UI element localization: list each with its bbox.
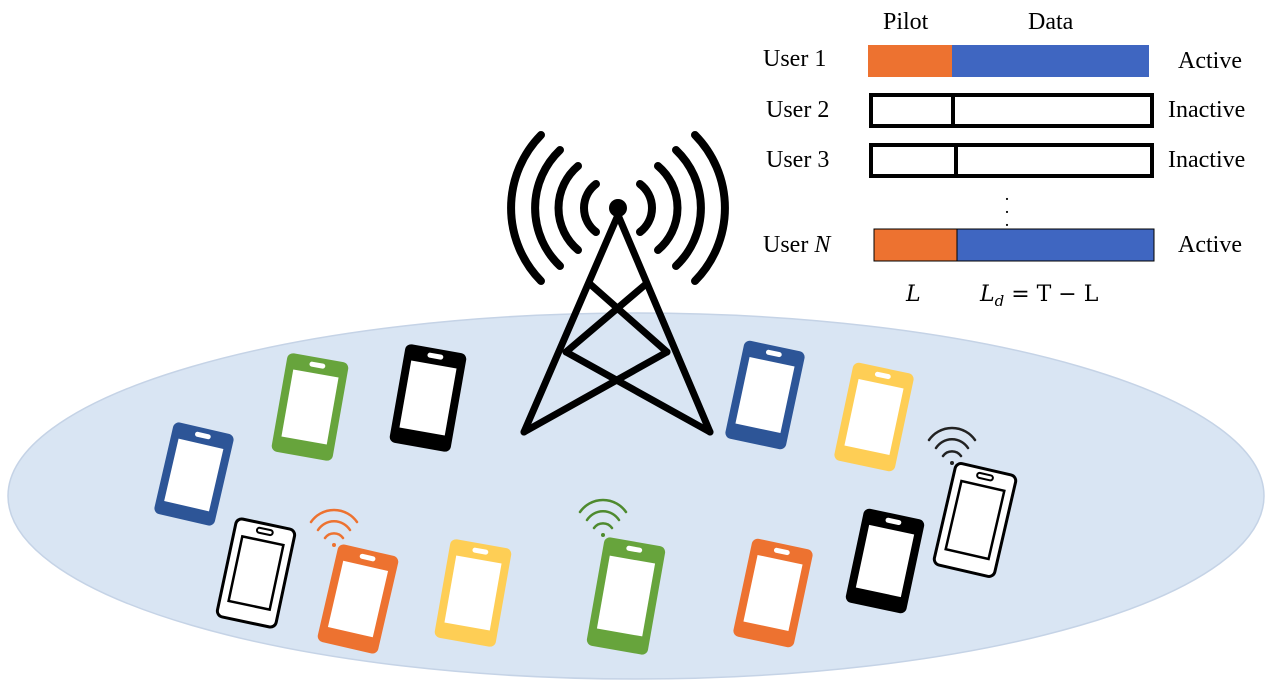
frame-bar-user-n — [873, 228, 1155, 262]
phone-icon-black — [845, 508, 925, 614]
phone-icon-white — [932, 462, 1018, 578]
pilot-segment-user-n — [873, 228, 958, 262]
phone-icon-white — [215, 517, 297, 629]
phone-icon-orange — [317, 544, 399, 654]
data-segment-user-n — [956, 228, 1155, 262]
user-1-label: User 1 — [763, 46, 827, 72]
pilot-segment-user-2 — [869, 93, 955, 128]
user-n-label: User N — [763, 232, 831, 258]
user-n-status: Active — [1178, 232, 1242, 258]
data-length-label: Ld = T − L — [980, 282, 1099, 310]
phone-icon-black — [389, 344, 467, 452]
data-segment-user-1 — [952, 45, 1149, 77]
pilot-header: Pilot — [883, 9, 929, 35]
phone-icon-orange — [733, 538, 813, 648]
phone-icon-blue — [154, 422, 234, 526]
pilot-segment-user-3 — [869, 143, 958, 178]
pilot-segment-user-1 — [868, 45, 952, 77]
frame-bar-user-2 — [869, 93, 1154, 128]
data-segment-user-2 — [951, 93, 1154, 128]
signal-waves-icon-green — [578, 498, 628, 537]
phone-icon-green — [586, 537, 666, 655]
frame-bar-user-3 — [869, 143, 1154, 178]
signal-waves-icon-orange — [309, 508, 359, 547]
pilot-length-label: L — [906, 282, 921, 307]
phone-icon-blue — [725, 340, 805, 450]
data-segment-user-3 — [954, 143, 1154, 178]
user-3-status: Inactive — [1168, 147, 1246, 173]
cell-tower-icon — [507, 131, 729, 436]
user-2-label: User 2 — [766, 97, 830, 123]
user-3-label: User 3 — [766, 147, 830, 173]
signal-waves-icon-black — [927, 426, 977, 465]
phone-icon-yellow — [434, 539, 512, 647]
data-header: Data — [1028, 9, 1074, 35]
vertical-ellipsis: . . . — [1004, 184, 1010, 230]
phone-icon-yellow — [834, 362, 914, 472]
user-1-status: Active — [1178, 48, 1242, 74]
phone-icon-green — [271, 353, 349, 461]
frame-bar-user-1 — [868, 45, 1149, 77]
user-2-status: Inactive — [1168, 97, 1246, 123]
